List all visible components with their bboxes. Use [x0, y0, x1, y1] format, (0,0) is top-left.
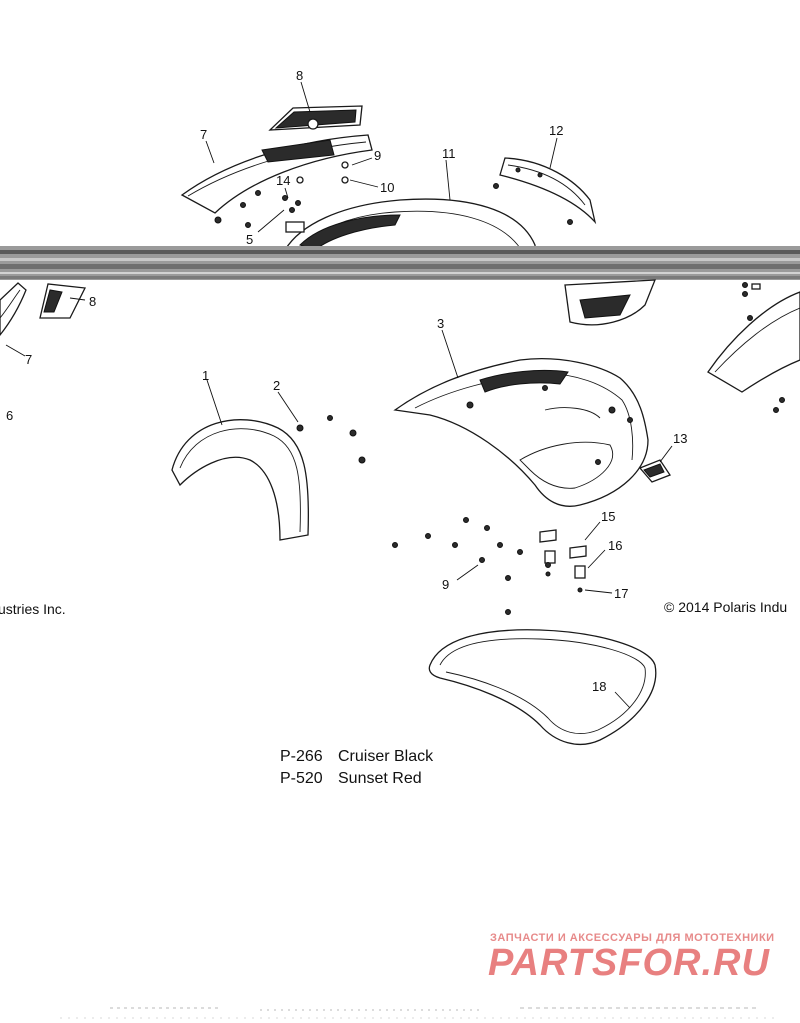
callout-3: 3	[437, 316, 444, 331]
callout-13: 13	[673, 431, 687, 446]
callout-8-left: 8	[89, 294, 96, 309]
callout-15: 15	[601, 509, 615, 524]
callout-9-lower: 9	[442, 577, 449, 592]
callout-11: 11	[442, 146, 456, 161]
part-15-clips	[539, 529, 587, 559]
part-8-top	[268, 105, 363, 131]
part-11-top	[284, 198, 536, 256]
watermark-logo: PARTSFOR.RU	[488, 942, 770, 984]
callout-7-top: 7	[200, 127, 207, 142]
legend-name-2: Sunset Red	[338, 770, 422, 787]
callout-17: 17	[614, 586, 628, 601]
watermark: ЗАПЧАСТИ И АКСЕССУАРЫ ДЛЯ МОТОТЕХНИКИ PA…	[488, 932, 775, 984]
leader-lines	[5, 81, 673, 709]
part-1-shell	[171, 419, 309, 541]
part-7-right	[707, 291, 800, 393]
callout-1: 1	[202, 368, 209, 383]
part-18-seal	[428, 629, 657, 745]
torn-edge-band	[0, 246, 800, 280]
fasteners-top	[214, 161, 573, 233]
callout-14: 14	[276, 173, 290, 188]
callout-10: 10	[380, 180, 394, 195]
part-12-lower	[564, 279, 656, 326]
legend-code-1: P-266	[280, 748, 323, 765]
part-8-left	[39, 283, 86, 319]
callout-16: 16	[608, 538, 622, 553]
part-3-saddlebag	[393, 358, 649, 507]
callout-2: 2	[273, 378, 280, 393]
scan-noise-bottom	[60, 1007, 780, 1019]
callout-6: 6	[6, 408, 13, 423]
watermark-tagline: ЗАПЧАСТИ И АКСЕССУАРЫ ДЛЯ МОТОТЕХНИКИ	[490, 932, 775, 944]
copyright-right: © 2014 Polaris Indu	[664, 599, 787, 615]
legend-name-1: Cruiser Black	[338, 748, 434, 765]
copyright-left: ustries Inc.	[0, 601, 66, 617]
color-legend: P-266 Cruiser Black P-520 Sunset Red	[280, 748, 434, 787]
callout-9-top: 9	[374, 148, 381, 163]
part-7-top	[180, 134, 373, 214]
part-17-screws	[545, 571, 583, 593]
callout-7-left: 7	[25, 352, 32, 367]
callout-12: 12	[549, 123, 563, 138]
part-12-top	[499, 157, 597, 225]
part-7-left	[0, 282, 27, 337]
legend-code-2: P-520	[280, 770, 323, 787]
part-13-latch	[638, 459, 671, 483]
part-9-fasteners	[392, 517, 551, 615]
part-2-fasteners	[296, 415, 366, 464]
callout-labels: 8 7 9 10 11 12 14 5 8 7 6 1 2 3 13 15 16…	[6, 68, 687, 694]
fasteners-right	[742, 282, 785, 413]
callout-5: 5	[246, 232, 253, 247]
callout-18: 18	[592, 679, 606, 694]
callout-8-top: 8	[296, 68, 303, 83]
